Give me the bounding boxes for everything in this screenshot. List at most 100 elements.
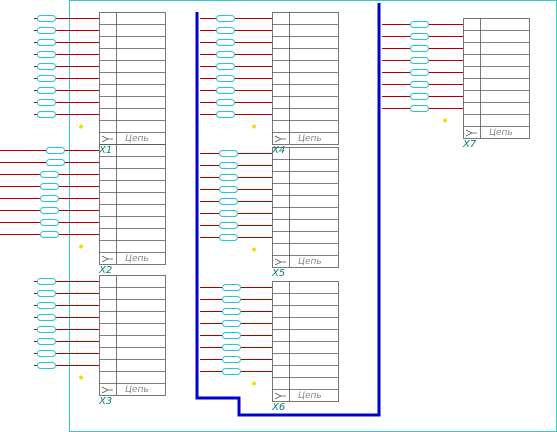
pin-4 [200, 51, 272, 58]
block-outline [272, 12, 339, 145]
pin-3 [382, 45, 463, 52]
bus-line [195, 3, 381, 417]
pin-6 [0, 207, 99, 214]
connector-plug [37, 63, 56, 70]
connector-plug [410, 21, 429, 28]
connector-plug [222, 344, 241, 351]
connector-plug [216, 87, 235, 94]
connector-plug [219, 186, 238, 193]
block-label: X6 [271, 402, 285, 413]
connector-plug [410, 45, 429, 52]
fork-icon [101, 135, 113, 143]
pin-1 [200, 150, 272, 157]
connector-plug [37, 111, 56, 118]
pin-3 [200, 174, 272, 181]
terminal-blocks: ЦепьX1ЦепьX2ЦепьX3ЦепьX4ЦепьX5ЦепьX6Цепь… [0, 12, 530, 413]
connector-plug [37, 314, 56, 321]
connector-plug [219, 234, 238, 241]
connector-plug [219, 162, 238, 169]
pin-4 [34, 51, 99, 58]
ground-marker [443, 118, 447, 123]
connector-plug [216, 99, 235, 106]
pin-2 [200, 162, 272, 169]
chain-label: Цепь [298, 257, 322, 267]
pin-7 [34, 87, 99, 94]
connector-plug [410, 33, 429, 40]
fork-icon [274, 135, 286, 143]
pin-1 [34, 278, 99, 285]
connector-plug [40, 183, 59, 190]
pin-1 [200, 15, 272, 22]
connector-plug [222, 368, 241, 375]
connector-plug [37, 326, 56, 333]
pin-4 [34, 314, 99, 321]
connector-plug [40, 171, 59, 178]
chain-label: Цепь [489, 128, 513, 138]
connector-plug [219, 174, 238, 181]
pin-5 [200, 63, 272, 70]
block-label: X3 [98, 396, 112, 407]
pin-3 [34, 39, 99, 46]
connector-plug [37, 362, 56, 369]
connector-plug [219, 198, 238, 205]
connector-plug [40, 207, 59, 214]
connector-plug [37, 338, 56, 345]
chain-label: Цепь [125, 385, 149, 395]
block-label: X2 [98, 265, 112, 276]
pin-5 [0, 195, 99, 202]
connector-plug [37, 75, 56, 82]
connector-plug [37, 302, 56, 309]
pin-2 [34, 27, 99, 34]
pin-7 [34, 350, 99, 357]
chain-label: Цепь [125, 254, 149, 264]
pin-2 [200, 27, 272, 34]
pin-8 [382, 105, 463, 112]
pin-3 [200, 308, 272, 315]
ground-marker [79, 375, 83, 380]
connector-plug [216, 63, 235, 70]
connector-plug [222, 308, 241, 315]
chain-label: Цепь [298, 391, 322, 401]
connector-plug [37, 350, 56, 357]
pin-6 [200, 344, 272, 351]
connector-plug [46, 147, 65, 154]
connector-plug [222, 320, 241, 327]
pin-4 [382, 57, 463, 64]
ground-marker [79, 244, 83, 249]
fork-icon [465, 129, 477, 137]
connector-plug [410, 93, 429, 100]
connector-plug [40, 195, 59, 202]
fork-icon [101, 386, 113, 394]
connector-plug [37, 278, 56, 285]
block-label: X7 [462, 139, 477, 150]
pin-5 [34, 326, 99, 333]
connector-plug [410, 105, 429, 112]
pin-6 [200, 210, 272, 217]
fork-icon [274, 258, 286, 266]
connector-plug [222, 296, 241, 303]
pin-8 [34, 99, 99, 106]
connector-plug [216, 27, 235, 34]
pin-8 [34, 362, 99, 369]
connector-plug [40, 231, 59, 238]
connector-plug [37, 290, 56, 297]
pin-6 [34, 75, 99, 82]
fork-icon [274, 392, 286, 400]
pin-3 [0, 171, 99, 178]
connector-plug [46, 159, 65, 166]
connector-plug [219, 222, 238, 229]
pin-9 [200, 111, 272, 118]
pin-5 [382, 69, 463, 76]
pin-2 [0, 159, 99, 166]
pin-1 [382, 21, 463, 28]
pin-5 [34, 63, 99, 70]
pin-3 [34, 302, 99, 309]
fork-icon [101, 255, 113, 263]
pin-8 [200, 234, 272, 241]
